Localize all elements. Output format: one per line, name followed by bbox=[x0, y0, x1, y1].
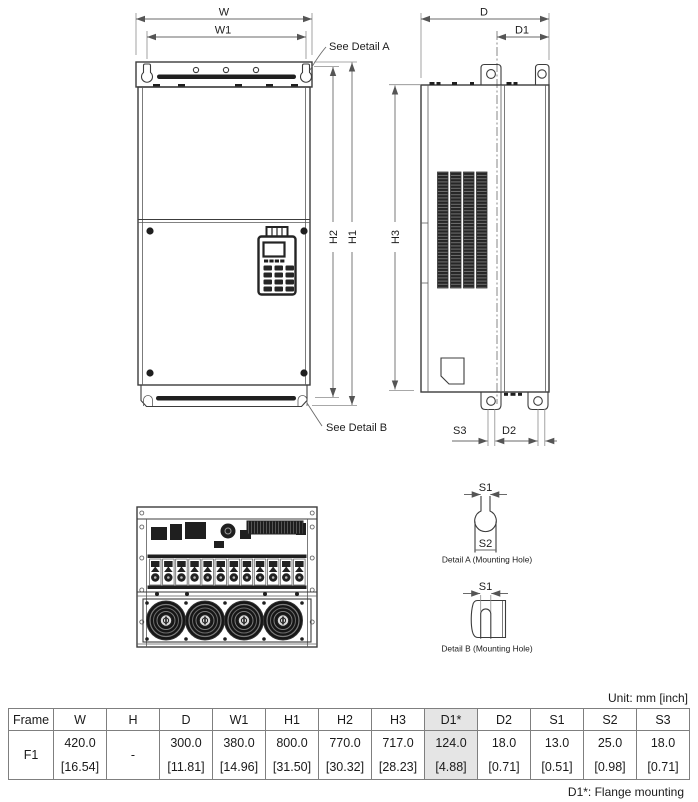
side-view: D D1 bbox=[389, 7, 557, 446]
dim-cell-w1: 380.0[14.96] bbox=[212, 730, 266, 780]
see-detail-b-label: See Detail B bbox=[326, 422, 387, 434]
terminal-block bbox=[149, 558, 306, 586]
side-cutout bbox=[440, 357, 465, 385]
flange-mounting-footnote: D1*: Flange mounting bbox=[567, 785, 684, 799]
mounting-keyhole-left bbox=[140, 63, 154, 83]
keyhole-shape bbox=[474, 496, 497, 533]
dim-h1-label: H1 bbox=[347, 230, 359, 244]
col-s2: S2 bbox=[583, 708, 637, 731]
dim-cell-h3: 717.0[28.23] bbox=[371, 730, 425, 780]
dim-cell-h2: 770.0[30.32] bbox=[318, 730, 372, 780]
table-row-f1: F1 420.0[16.54] - 300.0[11.81] 380.0[14.… bbox=[8, 730, 690, 780]
dim-h3-label: H3 bbox=[390, 230, 402, 244]
table-header-row: Frame W H D W1 H1 H2 H3 D1* D2 S1 S2 S3 bbox=[8, 708, 690, 731]
dim-d1-label: D1 bbox=[515, 25, 529, 37]
col-s3: S3 bbox=[636, 708, 690, 731]
dim-d-label: D bbox=[480, 7, 488, 19]
col-h1: H1 bbox=[265, 708, 319, 731]
detail-a-s2-label: S2 bbox=[479, 538, 492, 550]
dimension-table-zone: Unit: mm [inch] Frame W H D W1 H1 H2 H3 … bbox=[0, 689, 698, 799]
unit-note: Unit: mm [inch] bbox=[607, 691, 688, 705]
dim-w-label: W bbox=[219, 7, 230, 19]
front-body bbox=[137, 86, 311, 386]
detail-b: S1 Detail B (Mounting Hole) bbox=[441, 581, 532, 654]
dim-s3-label: S3 bbox=[453, 425, 466, 437]
dim-w1-label: W1 bbox=[215, 25, 232, 37]
see-detail-a-label: See Detail A bbox=[329, 41, 390, 53]
dim-cell-s1: 13.0[0.51] bbox=[530, 730, 584, 780]
dim-cell-w: 420.0[16.54] bbox=[53, 730, 107, 780]
front-view: W W1 bbox=[135, 7, 390, 434]
dim-cell-d1: 124.0[4.88] bbox=[424, 730, 478, 780]
bracket-shape bbox=[470, 599, 507, 639]
dimension-drawing: W W1 bbox=[135, 7, 557, 654]
col-h2: H2 bbox=[318, 708, 372, 731]
detail-a-s1-label: S1 bbox=[479, 482, 492, 494]
dim-cell-s2: 25.0[0.98] bbox=[583, 730, 637, 780]
dim-cell-d: 300.0[11.81] bbox=[159, 730, 213, 780]
cover-screws bbox=[146, 227, 308, 377]
keypad-display bbox=[262, 241, 286, 258]
dim-cell-h: - bbox=[106, 730, 160, 780]
bottom-tab-left bbox=[480, 392, 502, 411]
bottom-mounting-plate bbox=[140, 385, 308, 408]
circuit-components bbox=[151, 522, 306, 548]
bottom-view bbox=[136, 506, 318, 648]
u-slot bbox=[480, 608, 492, 639]
col-w1: W1 bbox=[212, 708, 266, 731]
col-s1: S1 bbox=[530, 708, 584, 731]
top-tab-left bbox=[480, 63, 502, 85]
top-tab-right bbox=[534, 63, 550, 85]
detail-a: S1 S2 Detail A (Mounting Hole) bbox=[442, 482, 533, 565]
keypad-buttons bbox=[263, 265, 294, 292]
col-w: W bbox=[53, 708, 107, 731]
dimension-table: Frame W H D W1 H1 H2 H3 D1* D2 S1 S2 S3 … bbox=[8, 708, 690, 780]
vent-slots bbox=[437, 171, 488, 289]
keypad bbox=[257, 226, 297, 296]
dim-cell-d2: 18.0[0.71] bbox=[477, 730, 531, 780]
col-h: H bbox=[106, 708, 160, 731]
col-d2: D2 bbox=[477, 708, 531, 731]
col-d1: D1* bbox=[424, 708, 478, 731]
col-h3: H3 bbox=[371, 708, 425, 731]
cooling-fans bbox=[145, 600, 304, 641]
bottom-tab-right bbox=[527, 392, 549, 411]
dim-h2-label: H2 bbox=[328, 230, 340, 244]
frame-cell: F1 bbox=[8, 730, 54, 780]
mounting-keyhole-right bbox=[299, 63, 313, 83]
detail-b-caption: Detail B (Mounting Hole) bbox=[441, 644, 532, 654]
dim-cell-s3: 18.0[0.71] bbox=[636, 730, 690, 780]
dim-cell-h1: 800.0[31.50] bbox=[265, 730, 319, 780]
col-d: D bbox=[159, 708, 213, 731]
side-body bbox=[420, 84, 550, 393]
col-frame: Frame bbox=[8, 708, 54, 731]
dim-d2-label: D2 bbox=[502, 425, 516, 437]
terminal-connector bbox=[246, 520, 304, 535]
detail-a-caption: Detail A (Mounting Hole) bbox=[442, 555, 533, 565]
detail-b-s1-label: S1 bbox=[479, 581, 492, 593]
